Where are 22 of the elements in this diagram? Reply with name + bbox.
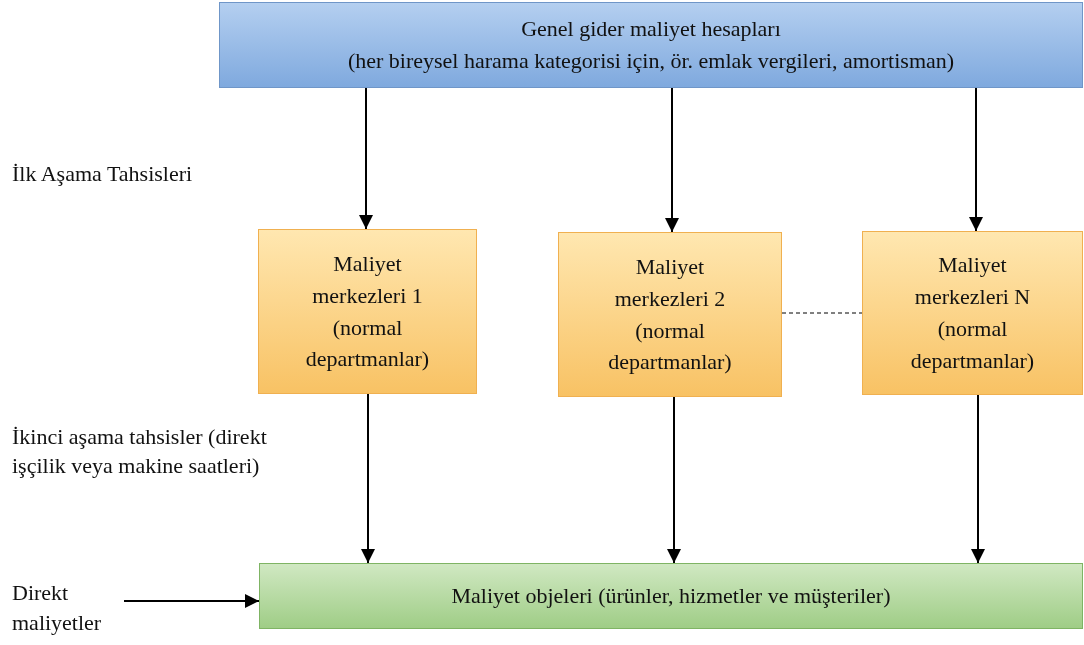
dashed-connector [781,312,863,314]
box-text: (her bireysel harama kategorisi için, ör. emlak vergileri, amortisman) [347,47,955,75]
arrow [359,87,373,230]
arrow [971,394,985,564]
arrow [123,594,260,608]
box-text: Maliyet merkezleri 1 (normal departmanlar) [304,249,431,374]
stage-label: İlk Aşama Tahsisleri [12,160,194,188]
arrow [665,87,679,233]
box-text: Maliyet objeleri (ürünler, hizmetler ve müşteriler) [451,581,891,610]
box-text: Maliyet merkezleri N (normal departmanlar) [909,251,1036,375]
cost-center-box [258,229,477,394]
arrow [667,396,681,564]
cost-center-box [558,232,782,397]
stage-label: İkinci aşama tahsisler (direkt işçilik veya makine saatleri) [12,423,268,480]
cost-object-box [259,563,1083,629]
account-box [219,2,1083,88]
arrow [969,87,983,232]
cost-center-box [862,231,1083,395]
box-text: Genel gider maliyet hesapları [521,15,781,44]
box-text: Direkt maliyetler [12,579,103,637]
box-text: Maliyet merkezleri 2 (normal departmanlar) [607,252,733,377]
arrow [361,393,375,564]
